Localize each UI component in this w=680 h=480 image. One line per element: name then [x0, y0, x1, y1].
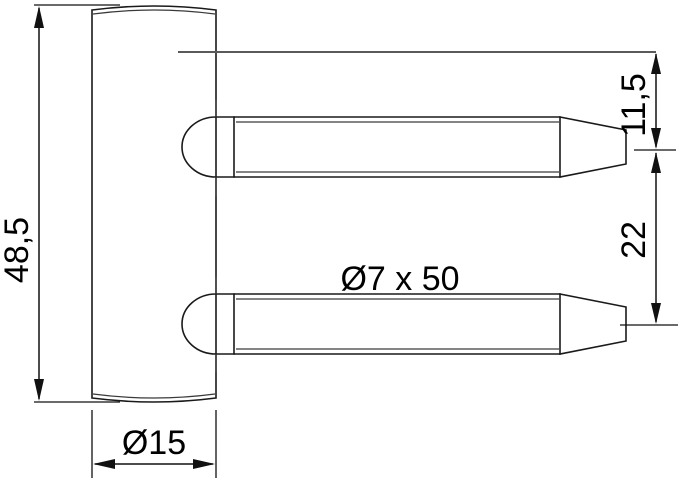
dimension-label-pin-spec: Ø7 x 50	[340, 260, 459, 298]
dimension-label-overall-height: 48,5	[0, 217, 36, 283]
dimension-label-top-offset: 11,5	[615, 73, 653, 137]
dimension-top-offset: 11,5	[615, 53, 676, 151]
upper-pin	[181, 100, 627, 196]
dimension-overall-height: 48,5	[0, 4, 120, 403]
dimension-plate-width: Ø15	[91, 410, 217, 478]
dimension-label-plate-width: Ø15	[122, 424, 186, 462]
dimension-pin-spec: Ø7 x 50	[340, 260, 459, 298]
dimension-label-pin-spacing: 22	[615, 221, 653, 259]
hinge-plate-body	[91, 5, 217, 403]
lower-pin	[181, 277, 627, 372]
dimension-pin-spacing: 22	[615, 152, 678, 326]
